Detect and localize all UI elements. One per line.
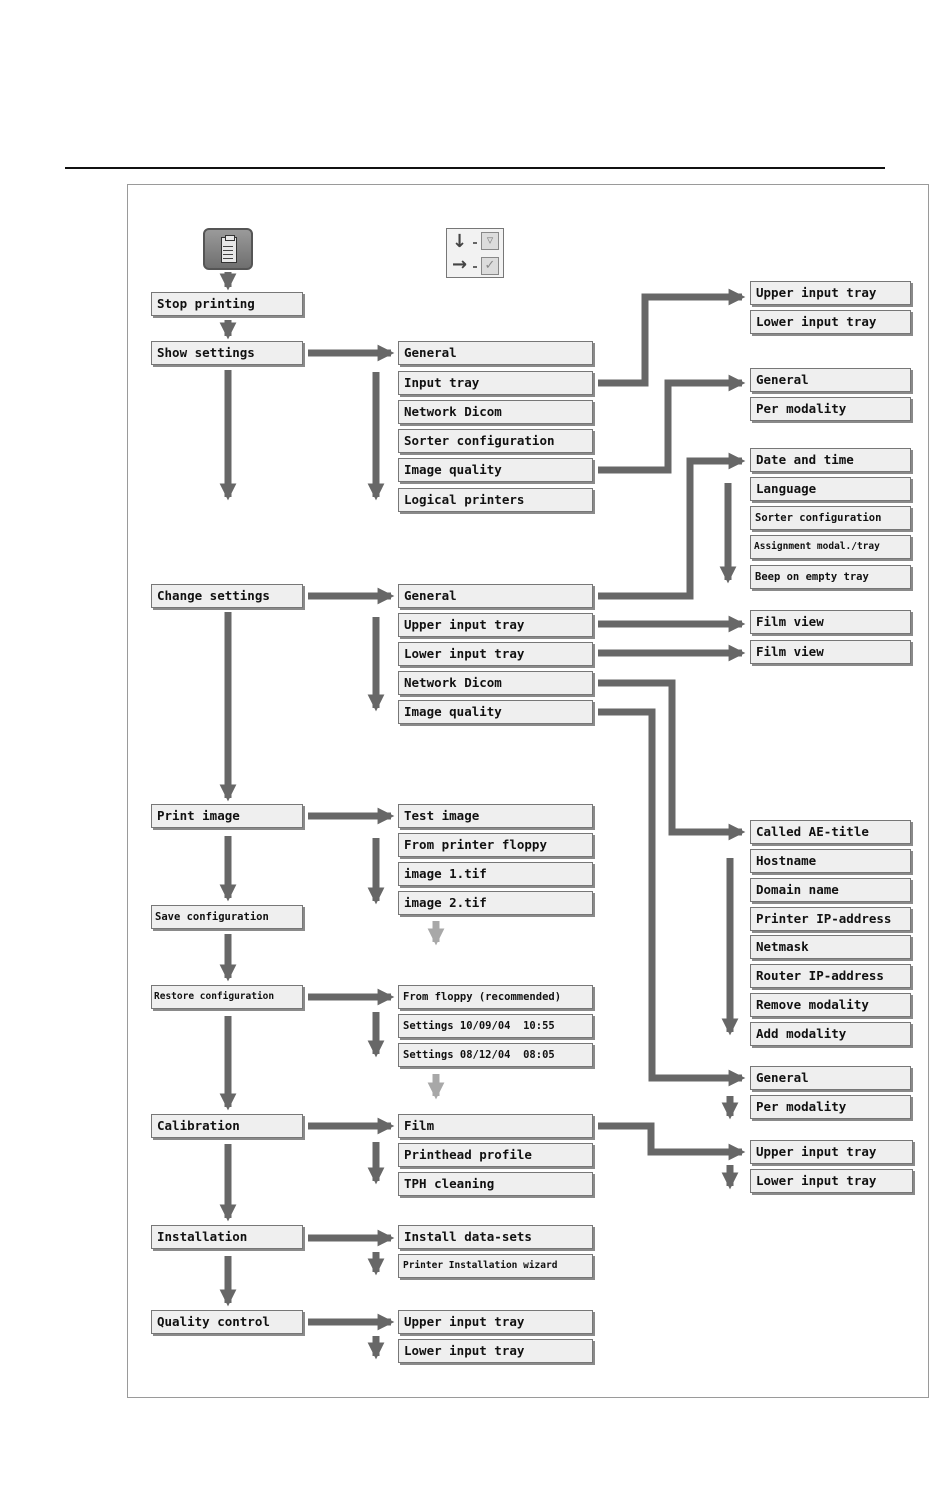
change-lower-input-tray[interactable]: Lower input tray <box>398 642 593 666</box>
menu-installation[interactable]: Installation <box>151 1225 303 1249</box>
change-router-ip-address[interactable]: Router IP-address <box>750 964 911 988</box>
arrow-inputtray-to-upper <box>598 288 746 387</box>
show-general[interactable]: General <box>398 341 593 365</box>
change-lower-film-view[interactable]: Film view <box>750 640 911 664</box>
show-input-tray[interactable]: Input tray <box>398 371 593 395</box>
calibration-printhead-profile[interactable]: Printhead profile <box>398 1143 593 1167</box>
arrow-change-general-to-date <box>598 452 746 600</box>
show-sorter-configuration[interactable]: Sorter configuration <box>398 429 593 453</box>
confirm-key-icon: ✓ <box>481 257 499 275</box>
show-logical-printers[interactable]: Logical printers <box>398 488 593 512</box>
restore-settings-2[interactable]: Settings 08/12/04 08:05 <box>398 1043 593 1067</box>
restore-settings-1[interactable]: Settings 10/09/04 10:55 <box>398 1014 593 1038</box>
arrow-network-to-called <box>598 679 746 841</box>
installation-install-data-sets[interactable]: Install data-sets <box>398 1225 593 1249</box>
change-network-dicom[interactable]: Network Dicom <box>398 671 593 695</box>
menu-quality-control[interactable]: Quality control <box>151 1310 303 1334</box>
change-language[interactable]: Language <box>750 477 911 501</box>
change-add-modality[interactable]: Add modality <box>750 1022 911 1046</box>
change-image-quality[interactable]: Image quality <box>398 700 593 724</box>
menu-stop-printing[interactable]: Stop printing <box>151 292 303 316</box>
menu-change-settings[interactable]: Change settings <box>151 584 303 608</box>
menu-print-image[interactable]: Print image <box>151 804 303 828</box>
calibration-film[interactable]: Film <box>398 1114 593 1138</box>
show-iq-per-modality[interactable]: Per modality <box>750 397 911 421</box>
menu-save-configuration[interactable]: Save configuration <box>151 905 303 929</box>
menu-show-settings[interactable]: Show settings <box>151 341 303 365</box>
calibration-film-upper[interactable]: Upper input tray <box>750 1140 913 1164</box>
change-date-and-time[interactable]: Date and time <box>750 448 911 472</box>
calibration-tph-cleaning[interactable]: TPH cleaning <box>398 1172 593 1196</box>
change-remove-modality[interactable]: Remove modality <box>750 993 911 1017</box>
change-printer-ip-address[interactable]: Printer IP-address <box>750 907 911 931</box>
show-image-quality[interactable]: Image quality <box>398 458 593 482</box>
change-called-ae-title[interactable]: Called AE-title <box>750 820 911 844</box>
change-iq-general[interactable]: General <box>750 1066 911 1090</box>
print-test-image[interactable]: Test image <box>398 804 593 828</box>
change-upper-input-tray[interactable]: Upper input tray <box>398 613 593 637</box>
change-iq-per-modality[interactable]: Per modality <box>750 1095 911 1119</box>
navigation-legend: ↓ ▿ → ✓ <box>446 228 504 278</box>
down-key-icon: ▿ <box>481 232 499 250</box>
arrow-imagequality-to-iq-general <box>598 708 746 1087</box>
change-netmask[interactable]: Netmask <box>750 935 911 959</box>
restore-from-floppy[interactable]: From floppy (recommended) <box>398 985 593 1009</box>
printer-menu-icon[interactable] <box>203 228 253 270</box>
show-input-lower[interactable]: Lower input tray <box>750 310 911 334</box>
qc-lower-input-tray[interactable]: Lower input tray <box>398 1339 593 1363</box>
show-iq-general[interactable]: General <box>750 368 911 392</box>
show-input-upper[interactable]: Upper input tray <box>750 281 911 305</box>
change-beep-on-empty-tray[interactable]: Beep on empty tray <box>750 565 911 589</box>
down-arrow-icon: ↓ <box>452 231 468 252</box>
print-image-1[interactable]: image 1.tif <box>398 862 593 886</box>
change-sorter-configuration[interactable]: Sorter configuration <box>750 506 911 530</box>
menu-calibration[interactable]: Calibration <box>151 1114 303 1138</box>
menu-restore-configuration[interactable]: Restore configuration <box>151 985 303 1009</box>
change-assignment-modal-tray[interactable]: Assignment modal./tray <box>750 535 911 559</box>
header-rule <box>65 167 885 169</box>
show-network-dicom[interactable]: Network Dicom <box>398 400 593 424</box>
change-upper-film-view[interactable]: Film view <box>750 610 911 634</box>
change-general[interactable]: General <box>398 584 593 608</box>
change-hostname[interactable]: Hostname <box>750 849 911 873</box>
right-arrow-icon: → <box>452 254 468 275</box>
qc-upper-input-tray[interactable]: Upper input tray <box>398 1310 593 1334</box>
change-domain-name[interactable]: Domain name <box>750 878 911 902</box>
installation-printer-wizard[interactable]: Printer Installation wizard <box>398 1254 593 1278</box>
arrow-imagequality-to-general <box>598 374 746 474</box>
calibration-film-lower[interactable]: Lower input tray <box>750 1169 913 1193</box>
print-image-2[interactable]: image 2.tif <box>398 891 593 915</box>
print-from-floppy[interactable]: From printer floppy <box>398 833 593 857</box>
arrow-film-to-upper <box>598 1122 746 1161</box>
